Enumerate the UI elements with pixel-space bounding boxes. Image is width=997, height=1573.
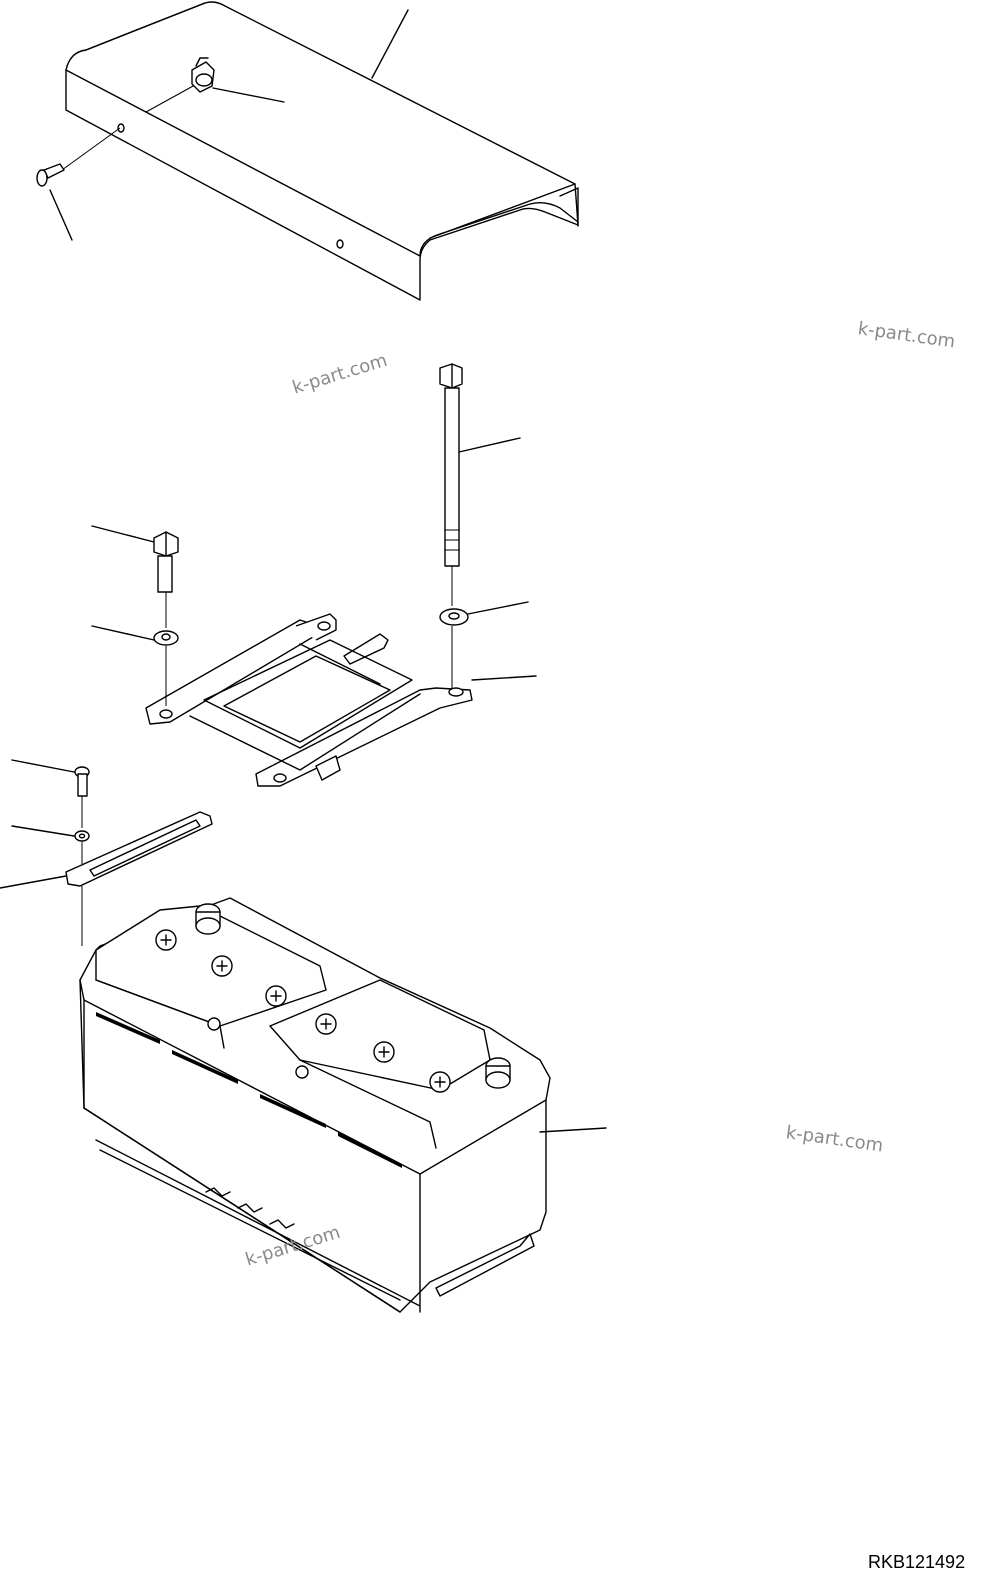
long-bolt — [439, 363, 529, 690]
cover-screw — [36, 163, 65, 187]
battery — [79, 897, 607, 1313]
figure-id: RKB121492 — [868, 1552, 966, 1572]
short-bolt — [91, 525, 179, 706]
vent-strips — [96, 1012, 402, 1168]
battery-cover — [65, 1, 579, 301]
small-bolt-strap — [0, 759, 213, 946]
cell-caps — [155, 929, 451, 1093]
cover-wing-nut — [191, 57, 215, 93]
battery-tray — [145, 613, 537, 787]
